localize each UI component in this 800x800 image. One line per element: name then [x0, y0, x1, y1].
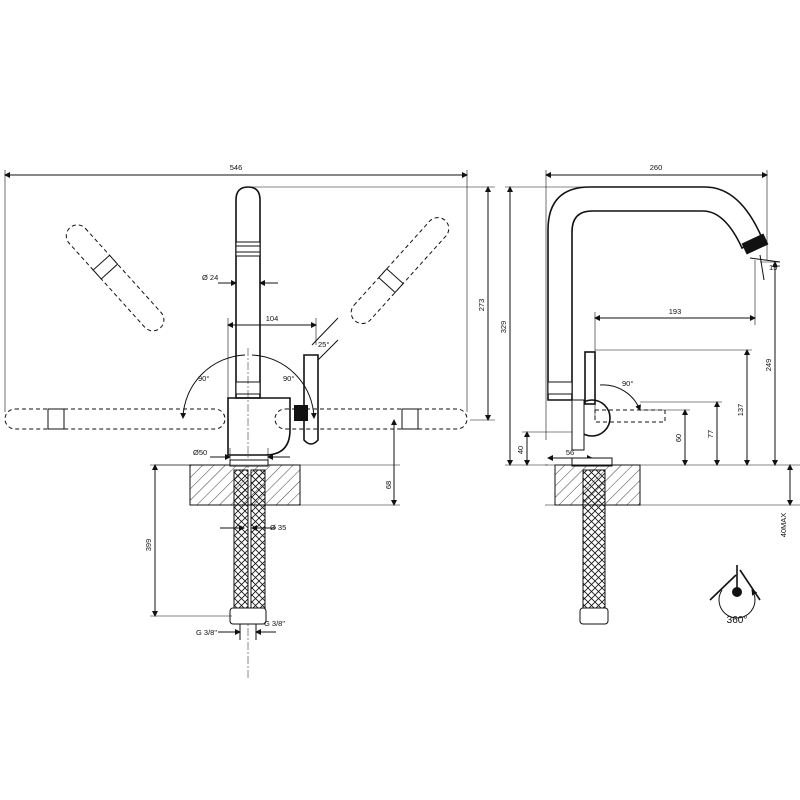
side-view: 260 329 15° 193 249 90° 137 [499, 163, 800, 625]
dim-reach: 193 [669, 307, 682, 316]
dim-swing-left: 90° [198, 374, 209, 383]
dim-side-height: 329 [499, 321, 508, 334]
dim-base-dia: Ø50 [193, 448, 207, 457]
dim-base-height: 40 [516, 446, 525, 454]
dim-lever-height: 137 [736, 404, 745, 417]
dim-max-deck: 40MAX [779, 513, 788, 538]
front-view: 546 273 Ø 24 104 [4, 163, 495, 680]
dim-conn-right: G 3/8" [264, 619, 285, 628]
dim-lever-offset: 104 [266, 314, 279, 323]
dim-lever-tilt: 25° [318, 340, 329, 349]
rotation-icon: 360° [709, 565, 761, 626]
dim-lever-60: 60 [674, 434, 683, 442]
dim-shank-dia: Ø 35 [270, 523, 286, 532]
dim-height-total: 273 [477, 299, 486, 312]
dim-swing-right: 90° [283, 374, 294, 383]
dim-width-total: 546 [230, 163, 243, 172]
dim-spout-dia: Ø 24 [202, 273, 218, 282]
dim-conn-left: G 3/8" [196, 628, 217, 637]
dim-outlet-height: 249 [764, 359, 773, 372]
dim-deck-thickness: 68 [384, 481, 393, 489]
dim-base-width: 56 [566, 448, 574, 457]
dim-hose-length: 399 [144, 539, 153, 552]
dim-side-width: 260 [650, 163, 663, 172]
dim-lever-77: 77 [706, 430, 715, 438]
dim-lever-swing: 90° [622, 379, 633, 388]
rotation-label: 360° [727, 615, 748, 626]
